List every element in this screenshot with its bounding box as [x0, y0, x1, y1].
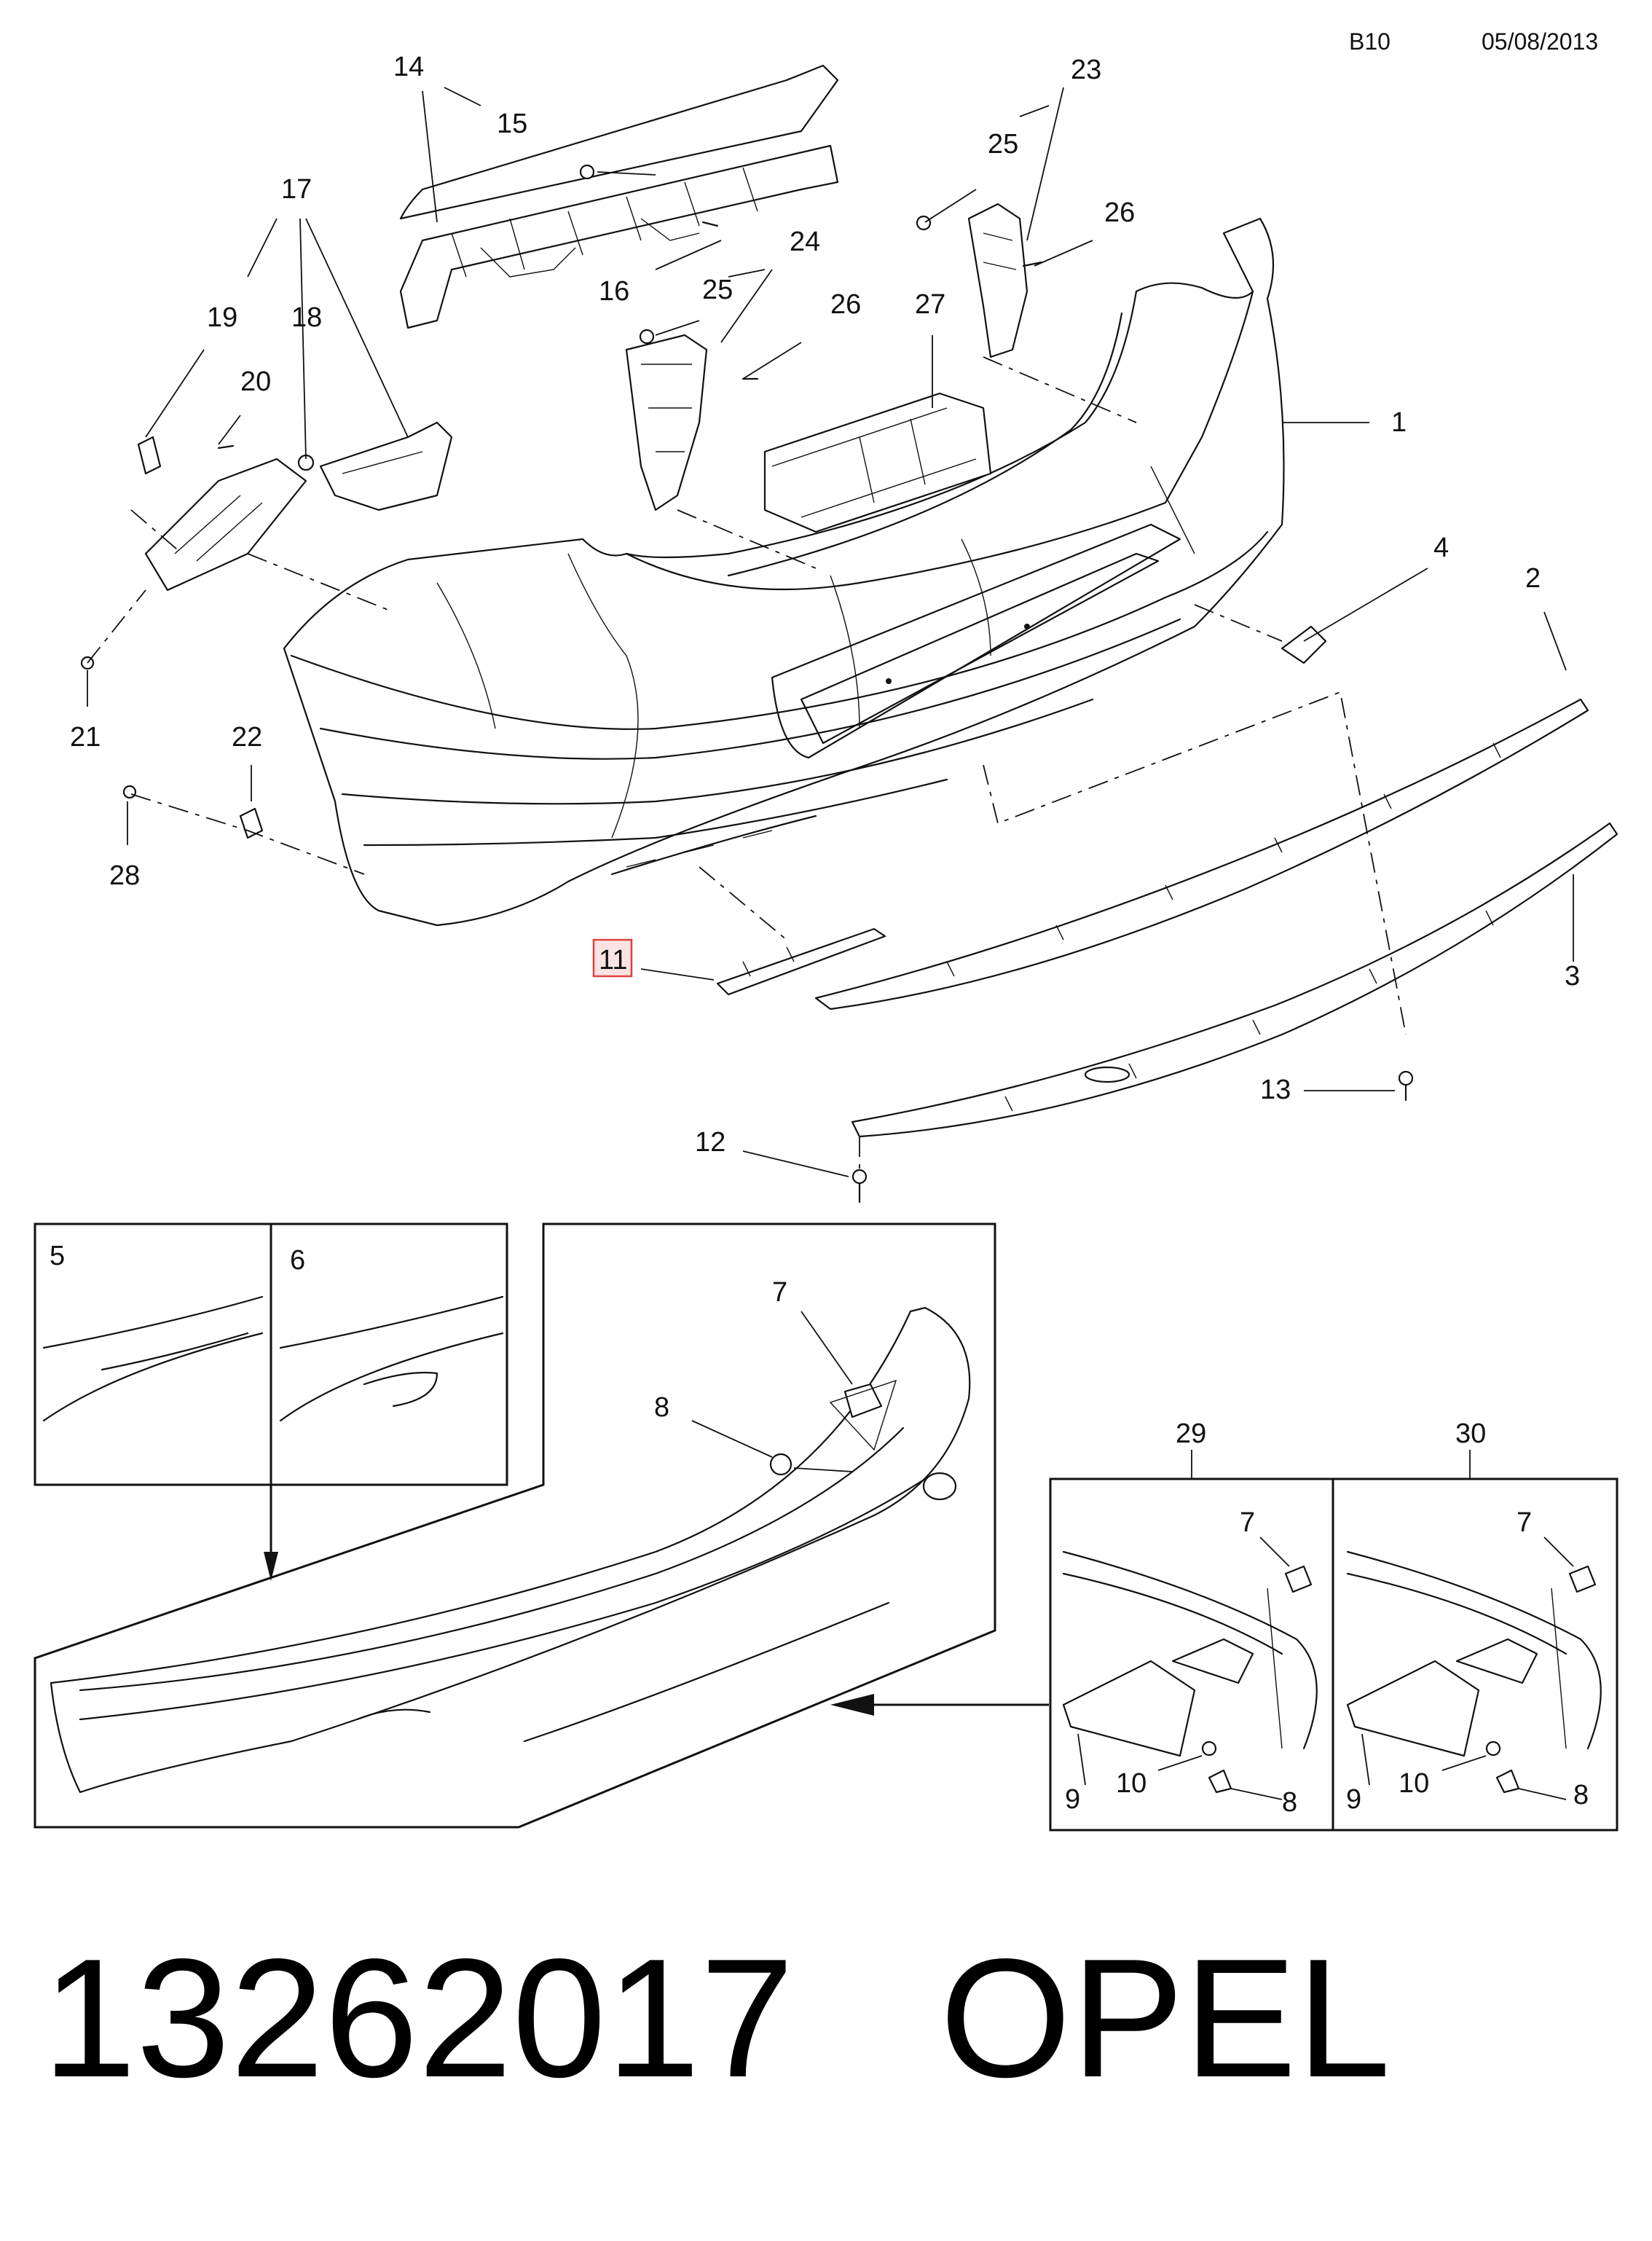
- leader-lines: [87, 87, 1574, 1177]
- callout-9-panel-29[interactable]: 9: [1065, 1784, 1080, 1815]
- part-number: 13262017: [42, 1924, 795, 2113]
- callouts: 1 2 3 4 5 6 7 7 7 8 8 8 9 9 10 10 11 12 …: [50, 52, 1589, 1818]
- callout-3[interactable]: 3: [1565, 961, 1580, 992]
- callout-10-panel-30[interactable]: 10: [1399, 1768, 1429, 1799]
- callout-15[interactable]: 15: [497, 109, 527, 139]
- callout-5[interactable]: 5: [50, 1241, 65, 1271]
- bracket-left: [625, 334, 708, 511]
- callout-24[interactable]: 24: [790, 227, 820, 257]
- callout-8-closeup[interactable]: 8: [654, 1392, 669, 1423]
- callout-7-panel-30[interactable]: 7: [1517, 1507, 1532, 1538]
- detail-panel-5-6: [34, 1222, 508, 1581]
- callout-11[interactable]: 11: [599, 945, 627, 976]
- callout-21[interactable]: 21: [70, 722, 101, 753]
- trim-upper: [814, 698, 1589, 1010]
- callout-13[interactable]: 13: [1260, 1075, 1291, 1105]
- reflector-strip: [716, 927, 886, 996]
- callout-26-right[interactable]: 26: [1104, 197, 1135, 228]
- support-block: [763, 392, 992, 533]
- reinforcement-beam: [399, 64, 839, 329]
- callout-25-right[interactable]: 25: [988, 129, 1018, 160]
- callout-20[interactable]: 20: [240, 366, 271, 397]
- callout-17[interactable]: 17: [281, 174, 312, 205]
- side-bracket: [137, 421, 453, 592]
- assembly-lines: [87, 356, 1407, 1173]
- callout-10-panel-29[interactable]: 10: [1116, 1768, 1146, 1799]
- callout-2[interactable]: 2: [1525, 563, 1541, 594]
- callout-14[interactable]: 14: [393, 52, 424, 82]
- callout-28[interactable]: 28: [109, 860, 140, 891]
- callout-7-closeup[interactable]: 7: [772, 1277, 787, 1308]
- callout-12[interactable]: 12: [695, 1127, 725, 1158]
- trim-lower: [851, 822, 1618, 1138]
- callout-27[interactable]: 27: [915, 289, 945, 320]
- callout-30[interactable]: 30: [1455, 1418, 1486, 1449]
- callout-11-highlight: [592, 938, 633, 978]
- callout-6[interactable]: 6: [290, 1245, 305, 1276]
- callout-8-panel-30[interactable]: 8: [1573, 1780, 1589, 1810]
- brand-name: OPEL: [940, 1924, 1391, 2113]
- callout-7-panel-29[interactable]: 7: [1240, 1507, 1255, 1538]
- callout-4[interactable]: 4: [1433, 533, 1449, 563]
- callout-26-left[interactable]: 26: [830, 289, 861, 320]
- callout-19[interactable]: 19: [207, 302, 237, 333]
- callout-1[interactable]: 1: [1391, 407, 1407, 438]
- detail-panel-29-30: [1049, 1450, 1618, 1832]
- detail-panel-close-up: [34, 1222, 1049, 1829]
- callout-8-panel-29[interactable]: 8: [1282, 1787, 1297, 1818]
- callout-25-left[interactable]: 25: [702, 275, 733, 305]
- bumper-cover: [283, 217, 1285, 927]
- callout-9-panel-30[interactable]: 9: [1346, 1784, 1361, 1815]
- callout-23[interactable]: 23: [1071, 55, 1101, 85]
- callout-16[interactable]: 16: [599, 276, 629, 307]
- diagram-date: 05/08/2013: [1482, 28, 1598, 55]
- callout-22[interactable]: 22: [232, 722, 262, 753]
- callout-29[interactable]: 29: [1176, 1418, 1206, 1449]
- tow-cap: [1281, 625, 1327, 664]
- diagram-code: B10: [1349, 28, 1391, 55]
- bracket-right: [967, 203, 1028, 358]
- callout-18[interactable]: 18: [291, 302, 322, 333]
